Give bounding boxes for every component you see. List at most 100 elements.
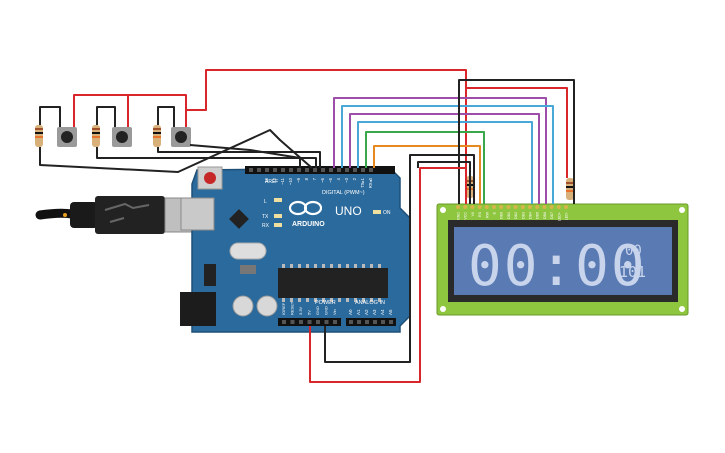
power-pin[interactable]: [307, 320, 312, 324]
analog-pin[interactable]: [373, 320, 377, 324]
lcd-pin[interactable]: [463, 205, 468, 209]
lcd-pin[interactable]: [513, 205, 518, 209]
power-pin[interactable]: [333, 320, 337, 324]
wire-red[interactable]: [466, 87, 568, 178]
lcd-pin[interactable]: [499, 205, 504, 209]
digital-pin[interactable]: [297, 168, 301, 172]
wire-blue[interactable]: [357, 121, 533, 204]
digital-pin[interactable]: [353, 168, 357, 172]
wire-red[interactable]: [309, 167, 467, 383]
analog-pin[interactable]: [357, 320, 361, 324]
power-pin[interactable]: [324, 320, 329, 324]
digital-pin-label: ~10: [288, 177, 293, 185]
lcd-pin-label: DB2: [514, 212, 518, 219]
lcd-pin[interactable]: [456, 205, 460, 209]
lcd-big-digits: 00:00: [468, 234, 647, 299]
wire-black[interactable]: [417, 161, 471, 204]
wire-purple[interactable]: [349, 113, 540, 204]
digital-header[interactable]: [245, 166, 395, 174]
digital-pin[interactable]: [369, 168, 373, 172]
digital-pin[interactable]: [329, 168, 333, 172]
wire-blue[interactable]: [341, 105, 554, 204]
digital-pin[interactable]: [321, 168, 325, 172]
digital-pin[interactable]: [345, 168, 349, 172]
resistor-2[interactable]: [92, 125, 100, 147]
lcd-pin[interactable]: [492, 205, 496, 209]
power-pin-label: Vin: [332, 309, 337, 315]
lcd-pin[interactable]: [520, 205, 525, 209]
pushbutton-3[interactable]: [171, 127, 191, 147]
lcd-pin[interactable]: [549, 205, 554, 209]
lcd-pin[interactable]: [477, 205, 482, 209]
header-pin[interactable]: [257, 168, 261, 172]
lcd-pin[interactable]: [542, 205, 547, 209]
wire-black[interactable]: [157, 147, 321, 168]
pushbutton-1[interactable]: [57, 127, 77, 147]
wire-green[interactable]: [365, 131, 485, 204]
digital-pin[interactable]: [313, 168, 317, 172]
lcd-resistor-2[interactable]: [566, 178, 574, 200]
arduino-logo: ARDUINO: [288, 200, 325, 228]
wire-red[interactable]: [186, 69, 467, 198]
reset-button[interactable]: [204, 172, 216, 184]
lcd-pin[interactable]: [535, 205, 540, 209]
wire-black[interactable]: [189, 144, 301, 168]
resistor-3[interactable]: [153, 125, 161, 147]
analog-pin[interactable]: [349, 320, 353, 324]
digital-pin[interactable]: [305, 168, 309, 172]
power-pin[interactable]: [282, 320, 286, 324]
resistor-1[interactable]: [35, 125, 43, 147]
lcd-pin[interactable]: [528, 205, 532, 209]
rx-led-label: RX: [262, 223, 270, 229]
analog-pin[interactable]: [389, 320, 393, 324]
on-led-label: ON: [383, 210, 391, 216]
wire-black[interactable]: [39, 106, 61, 127]
digital-pin[interactable]: [273, 168, 277, 172]
lcd-pin[interactable]: [556, 205, 561, 209]
lcd-pin-label: VCC: [464, 212, 468, 220]
lcd-pin-label: E: [493, 211, 497, 214]
power-pin[interactable]: [316, 320, 320, 324]
digital-pin[interactable]: [289, 168, 293, 172]
digital-pin-label: 2: [352, 177, 357, 180]
brand-text: ARDUINO: [292, 221, 325, 228]
lcd-pin-label: RS: [478, 211, 482, 217]
analog-pin[interactable]: [381, 320, 385, 324]
usb-cable[interactable]: [35, 196, 201, 234]
lcd-pin-label: LED+: [557, 212, 561, 221]
lcd-pin-label: V0: [471, 212, 475, 216]
lcd-pin[interactable]: [564, 205, 568, 209]
digital-label: DIGITAL (PWM~): [322, 190, 365, 196]
wire-black[interactable]: [458, 79, 575, 204]
digital-pin[interactable]: [281, 168, 285, 172]
analog-header[interactable]: [346, 318, 396, 326]
wire-red[interactable]: [128, 94, 187, 127]
power-jack: [180, 292, 216, 326]
lcd-pin[interactable]: [506, 205, 511, 209]
wire-black[interactable]: [324, 154, 475, 363]
analog-pin-label: A2: [364, 309, 369, 315]
lcd-pin[interactable]: [470, 205, 475, 209]
digital-pin-label: 7: [312, 177, 317, 180]
wire-red[interactable]: [73, 94, 129, 127]
wire-orange[interactable]: [373, 145, 481, 204]
power-pin[interactable]: [299, 320, 303, 324]
digital-pin-label: RX◂0: [368, 177, 373, 188]
lcd-pin-label: LED-: [565, 211, 569, 220]
digital-pin[interactable]: [361, 168, 365, 172]
pushbutton-2[interactable]: [112, 127, 132, 147]
wire-purple[interactable]: [333, 97, 547, 204]
wire-black[interactable]: [96, 147, 317, 168]
lcd-pin[interactable]: [484, 205, 489, 209]
header-pin[interactable]: [249, 168, 253, 172]
analog-pin-label: A1: [356, 309, 361, 315]
power-pin[interactable]: [290, 320, 295, 324]
digital-pin[interactable]: [265, 168, 269, 172]
wire-black[interactable]: [96, 106, 116, 127]
analog-pin[interactable]: [365, 320, 369, 324]
wire-black[interactable]: [157, 106, 175, 127]
digital-pin[interactable]: [337, 168, 341, 172]
